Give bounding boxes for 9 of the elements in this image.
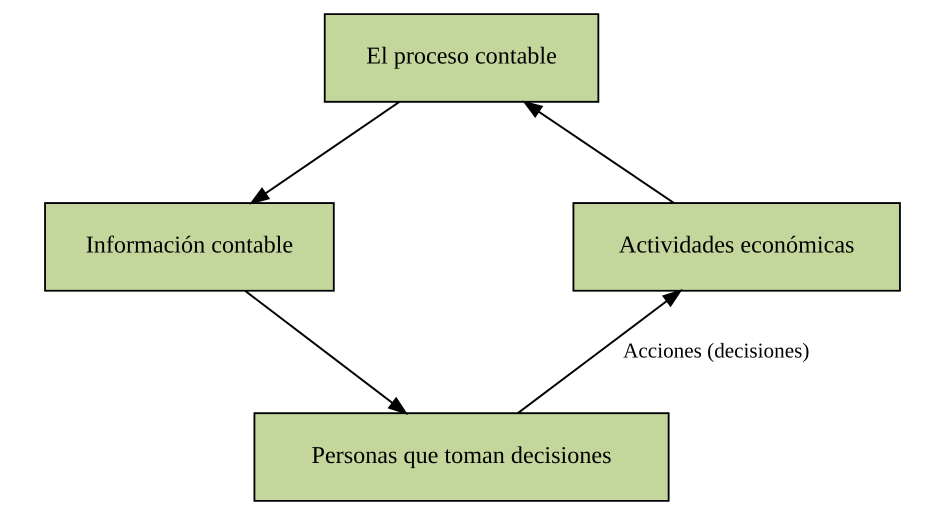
arrow (249, 101, 400, 205)
node-box: Información contable (44, 202, 335, 292)
arrow (244, 290, 408, 415)
node-box: Actividades económicas (572, 202, 901, 292)
arrow (522, 100, 674, 204)
arrow (517, 289, 683, 414)
node-box: El proceso contable (324, 13, 600, 103)
node-box: Personas que toman decisiones (254, 412, 670, 502)
edge-label: Acciones (decisiones) (623, 338, 810, 363)
